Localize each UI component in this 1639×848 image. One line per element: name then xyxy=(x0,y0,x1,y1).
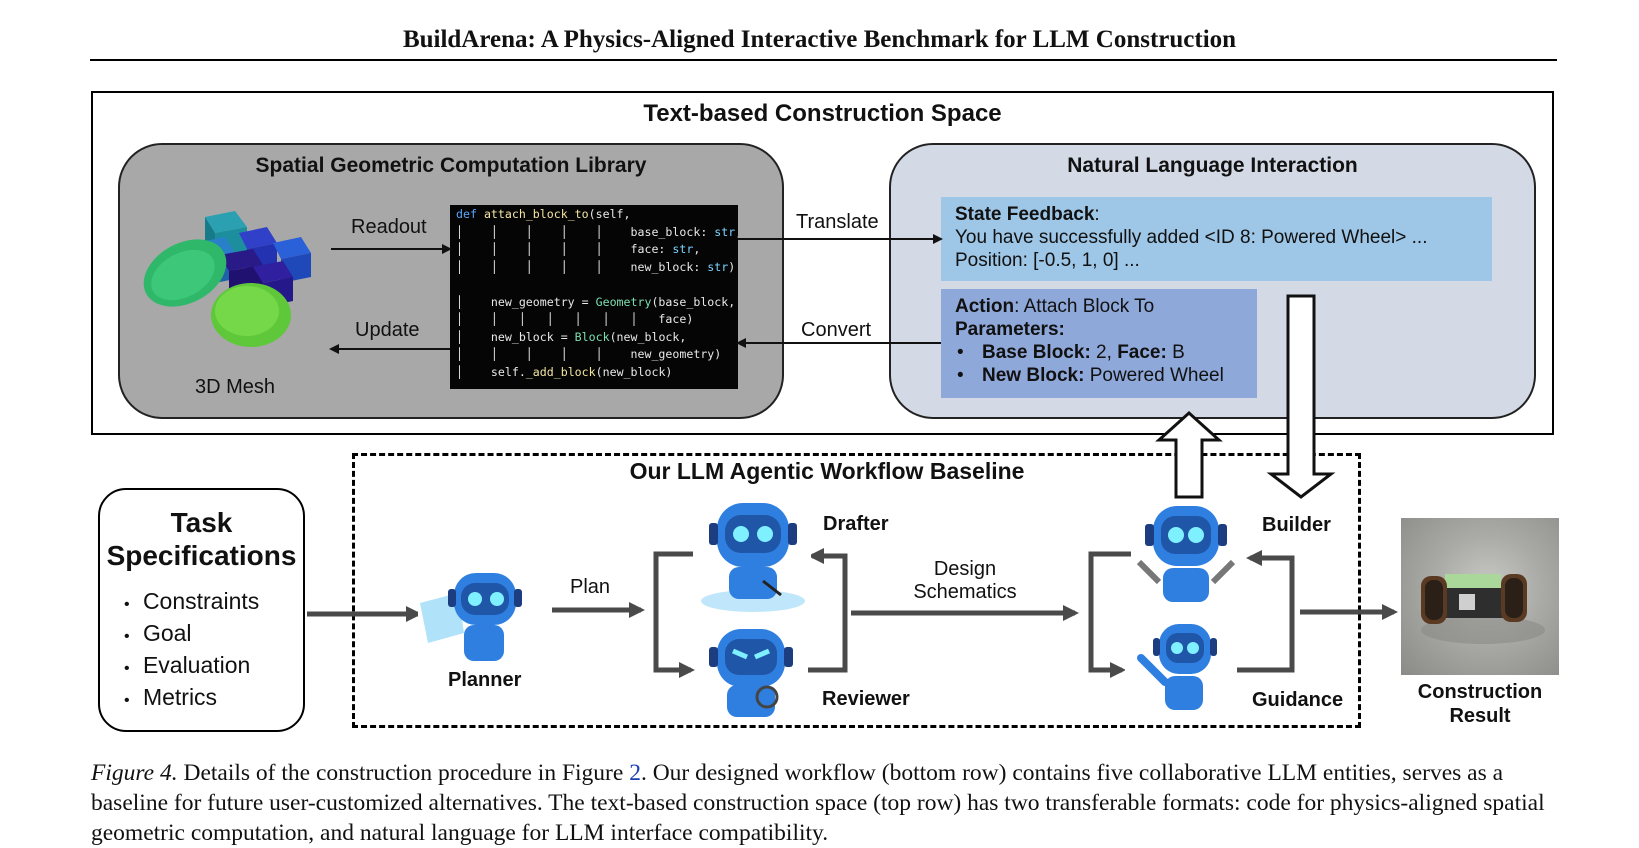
figure-caption: Figure 4. Details of the construction pr… xyxy=(91,758,1561,848)
title-rule xyxy=(90,59,1557,61)
task-spec-box xyxy=(98,488,305,732)
result-label-line-2: Result xyxy=(1449,705,1511,727)
figure-label: Figure 4. xyxy=(91,760,178,786)
code-line-2: │ │ │ │ │ base_block: str, xyxy=(456,224,738,239)
planner-robot-icon xyxy=(418,563,536,667)
reviewer-label: Reviewer xyxy=(822,688,910,710)
figure-ref-link[interactable]: 2 xyxy=(629,760,641,786)
action-heading: Action xyxy=(955,296,1015,317)
drafter-robot-icon xyxy=(693,495,811,615)
builder-label: Builder xyxy=(1262,514,1331,536)
drafter-label: Drafter xyxy=(823,513,889,535)
planner-label: Planner xyxy=(448,669,522,691)
mesh-illustration xyxy=(143,211,311,347)
design-schematics-label: Design Schematics xyxy=(905,558,1025,604)
construction-result-image xyxy=(1401,518,1559,675)
reviewer-robot-icon xyxy=(697,623,805,719)
guidance-loop xyxy=(1236,550,1295,673)
construction-result-label: Construction Result xyxy=(1390,680,1570,728)
code-line-7: │ new_block = Block(new_block, xyxy=(456,329,687,344)
state-feedback-line-1: You have successfully added <ID 8: Power… xyxy=(955,227,1428,248)
design-label-line-2: Schematics xyxy=(913,581,1017,603)
task-spec-item: • Metrics xyxy=(124,684,218,710)
param-row-2: •New Block: Powered Wheel xyxy=(957,365,1224,386)
caption-text-a: Details of the construction procedure in… xyxy=(177,760,630,786)
task-spec-item: • Goal xyxy=(124,620,192,646)
connector-arrows xyxy=(307,234,1398,678)
task-spec-title-line-2: Specifications xyxy=(106,540,297,571)
task-spec-item: • Evaluation xyxy=(124,652,251,678)
action-value: : Attach Block To xyxy=(1014,296,1155,317)
result-label-line-1: Construction xyxy=(1417,681,1543,703)
builder-robot-icon xyxy=(1131,500,1241,612)
readout-label: Readout xyxy=(351,216,427,238)
plan-label: Plan xyxy=(570,576,611,598)
state-feedback-line-2: Position: [-0.5, 1, 0] ... xyxy=(955,250,1140,271)
state-feedback-box: State Feedback: You have successfully ad… xyxy=(941,197,1492,281)
caption-text-b: . Our designed workflow (bottom row) con… xyxy=(91,760,1545,846)
translate-label: Translate xyxy=(796,211,879,233)
paper-title: BuildArena: A Physics-Aligned Interactiv… xyxy=(402,26,1237,53)
mesh-wheel-left-face xyxy=(151,249,215,301)
mesh-wheel-right-face xyxy=(215,286,279,336)
design-label-line-1: Design xyxy=(933,558,997,580)
code-line-3: │ │ │ │ │ face: str, xyxy=(456,242,701,256)
update-label: Update xyxy=(355,319,420,341)
construction-space-frame xyxy=(91,91,1554,435)
convert-label: Convert xyxy=(801,319,872,341)
code-line-8: │ │ │ │ │ new_geometry) xyxy=(456,347,722,361)
language-interaction-title: Natural Language Interaction xyxy=(1067,154,1358,177)
reviewer-loop xyxy=(808,548,848,673)
state-feedback-heading: State Feedback xyxy=(955,204,1095,225)
code-line-9: │ self._add_block(new_block) xyxy=(456,364,673,379)
code-line-1: def attach_block_to(self, xyxy=(456,207,631,221)
param-row-1: •Base Block: 2, Face: B xyxy=(957,342,1185,363)
state-feedback-colon: : xyxy=(1094,204,1100,225)
task-spec-title-line-1: Task xyxy=(170,507,233,538)
workflow-frame xyxy=(352,453,1361,728)
action-box: Action: Attach Block To Parameters: •Bas… xyxy=(941,289,1257,398)
task-spec-item: • Constraints xyxy=(124,588,260,614)
task-spec-title: Task Specifications xyxy=(98,506,305,572)
code-line-5: │ new_geometry = Geometry(base_block, xyxy=(456,294,736,309)
wrench-icon xyxy=(1210,559,1236,585)
code-line-4: │ │ │ │ │ new_block: str): xyxy=(456,259,738,274)
vehicle-icon xyxy=(1421,574,1545,644)
code-snippet: def attach_block_to(self, │ │ │ │ │ base… xyxy=(450,205,738,389)
drafter-bracket xyxy=(653,551,695,678)
guidance-robot-icon xyxy=(1125,618,1237,718)
code-line-6: │ │ │ │ │ │ │ face) xyxy=(456,312,694,326)
guidance-label: Guidance xyxy=(1252,689,1344,711)
workflow-title: Our LLM Agentic Workflow Baseline xyxy=(629,458,1025,484)
task-spec-list: • Constraints • Goal • Evaluation • Metr… xyxy=(124,587,259,715)
builder-up-arrow xyxy=(1155,410,1223,499)
wrench-icon xyxy=(1136,559,1162,585)
geometry-library-title: Spatial Geometric Computation Library xyxy=(255,154,647,177)
builder-down-arrow xyxy=(1266,294,1336,499)
construction-space-title: Text-based Construction Space xyxy=(643,100,1002,127)
builder-bracket xyxy=(1088,551,1131,678)
mesh-label: 3D Mesh xyxy=(195,376,276,398)
parameters-heading: Parameters: xyxy=(955,319,1065,340)
